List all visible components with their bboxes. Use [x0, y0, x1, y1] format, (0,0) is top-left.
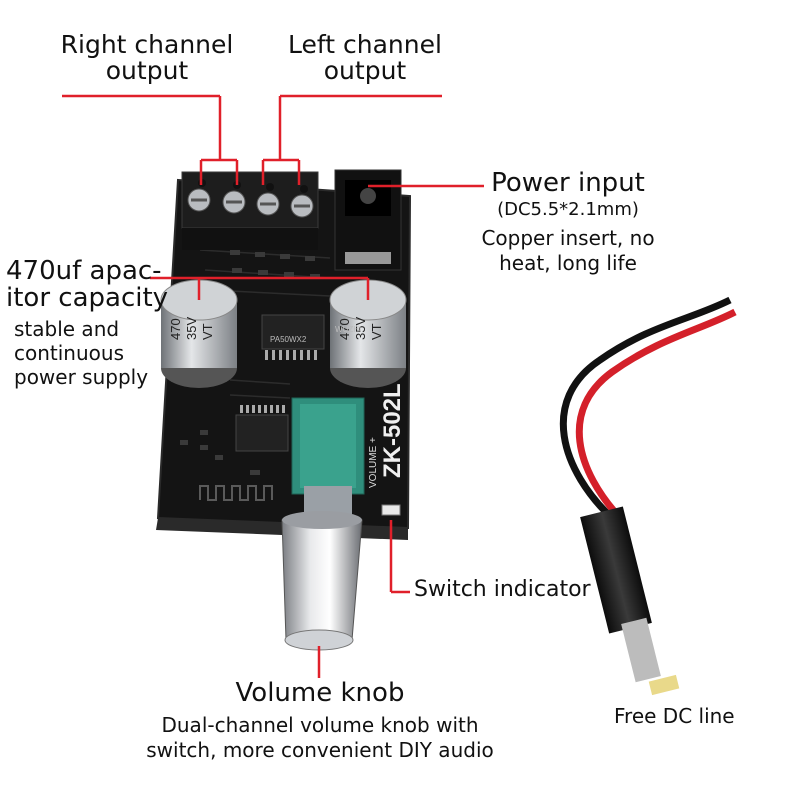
board-model-label: ZK-502L: [379, 383, 406, 478]
volume-silkscreen: VOLUME +: [368, 437, 379, 488]
svg-text:35V: 35V: [184, 317, 199, 340]
capacitor-right: 470 35V VT: [329, 279, 407, 388]
dc-cable: [559, 296, 737, 696]
dc-line-label: Free DC line: [614, 704, 735, 728]
screw-terminal-block: [181, 171, 319, 250]
power-input-spec: (DC5.5*2.1mm): [497, 199, 639, 221]
volume-knob-title: Volume knob: [235, 678, 405, 708]
capacitor-left-rating: 470: [168, 318, 183, 340]
chip-marking: WUZHI: [335, 325, 361, 334]
svg-text:35V: 35V: [353, 317, 368, 340]
right-channel-label: Right channel output: [60, 30, 234, 86]
capacitor-right-rating: 470: [337, 318, 352, 340]
power-input-title: Power input: [491, 168, 645, 198]
volume-knob: [281, 397, 365, 651]
left-channel-label: Left channel output: [288, 30, 442, 86]
switch-indicator-label: Switch indicator: [414, 577, 591, 602]
power-input-callout: Power input (DC5.5*2.1mm) Copper insert,…: [468, 168, 668, 274]
capacitor-callout: 470uf apac- itor capacity stable and con…: [6, 256, 169, 389]
chip-marking-2: PA50WX2: [270, 335, 307, 344]
capacitor-title: 470uf apac-: [6, 256, 162, 286]
svg-text:VT: VT: [369, 323, 384, 340]
svg-text:VT: VT: [200, 323, 215, 340]
volume-knob-callout: Volume knob Dual-channel volume knob wit…: [120, 678, 520, 761]
callout-leader-lines: [62, 94, 484, 678]
